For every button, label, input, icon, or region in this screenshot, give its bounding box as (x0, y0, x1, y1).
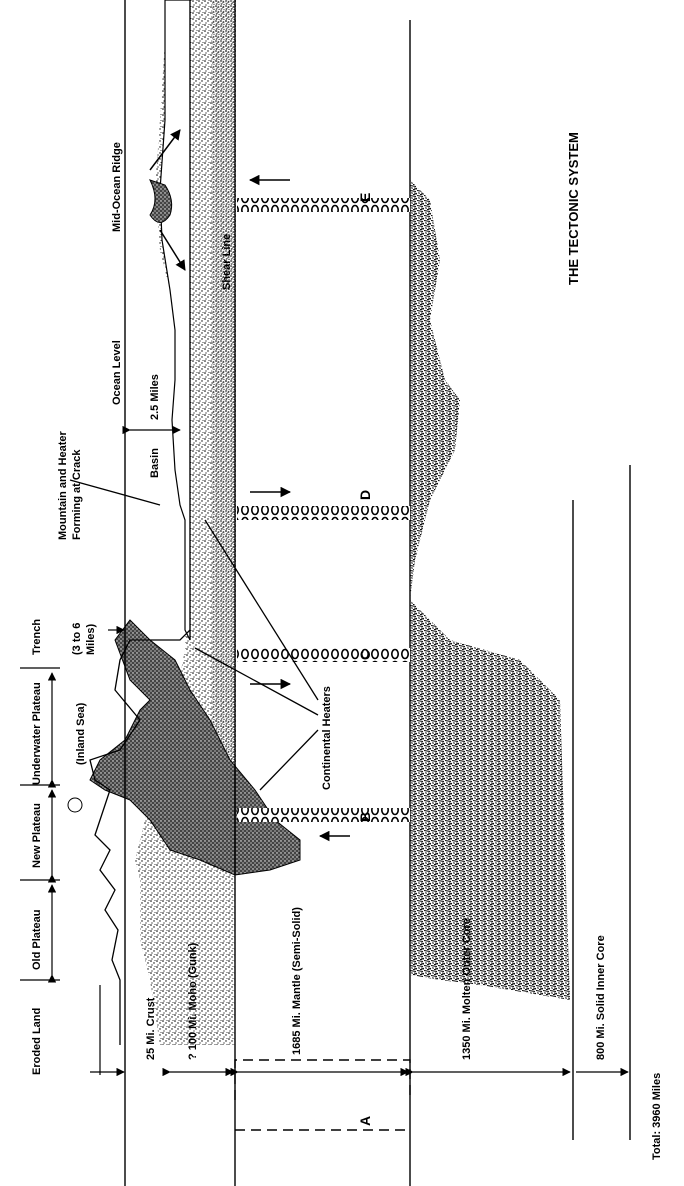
total-label: Total: 3960 Miles (651, 1073, 663, 1160)
plume-b (237, 808, 410, 822)
plume-label-e: E (357, 193, 373, 202)
heater-pointer-3 (259, 729, 319, 791)
eroded-land-label: Eroded Land (31, 1008, 43, 1075)
shear-line-label: Shear Line (221, 234, 233, 290)
new-plateau-label: New Plateau (31, 803, 43, 868)
mountain-label-2: Forming at Crack (71, 449, 83, 540)
plume-c (237, 648, 410, 662)
old-plateau-label: Old Plateau (31, 909, 43, 970)
crust-label: 25 Mi. Crust (145, 997, 157, 1060)
shear-band (212, 0, 236, 790)
basin-depth-label: 2.5 Miles (149, 374, 161, 420)
mantle-label: 1685 Mi. Mantle (Semi-Solid) (291, 907, 303, 1055)
tree-icon (67, 797, 83, 813)
basin-label: Basin (149, 448, 161, 478)
trench-depth-label: (3 to 6 (71, 623, 83, 655)
underwater-plateau-label: Underwater Plateau (31, 682, 43, 785)
plume-e (237, 198, 410, 212)
moho-label: ? 100 Mi. Moho (Gunk) (187, 942, 199, 1060)
ocean-floor-crust (159, 0, 191, 641)
ocean-level-label: Ocean Level (111, 340, 123, 405)
plume-label-b: B (357, 812, 373, 822)
title: THE TECTONIC SYSTEM (566, 132, 581, 285)
mountain-label-1: Mountain and Heater (57, 430, 69, 540)
continental-heaters-label: Continental Heaters (321, 686, 333, 790)
outer-core (410, 180, 570, 1000)
plume-label-a: A (357, 1116, 373, 1126)
heater-pointer-1 (204, 519, 319, 701)
plume-a-outline (234, 1059, 411, 1131)
heater-pointer-2 (194, 647, 319, 716)
mid-ocean-ridge-label: Mid-Ocean Ridge (111, 142, 123, 232)
plume-label-d: D (357, 490, 373, 500)
outer-core-label: 1350 Mi. Molten Outer Core (461, 918, 473, 1060)
mountain-pointer (69, 479, 161, 506)
inland-sea-label: (Inland Sea) (75, 702, 87, 765)
trench-label: Trench (31, 619, 43, 655)
ridge-arrow-down (159, 229, 186, 271)
inner-core-label: 800 Mi. Solid Inner Core (595, 935, 607, 1060)
land-surface (89, 629, 191, 1045)
plume-label-c: C (357, 650, 373, 660)
plume-d (237, 506, 410, 520)
mid-ocean-ridge-bump (149, 179, 173, 223)
trench-depth-label-2: Miles) (85, 623, 97, 655)
ridge-arrow-up (149, 129, 181, 171)
